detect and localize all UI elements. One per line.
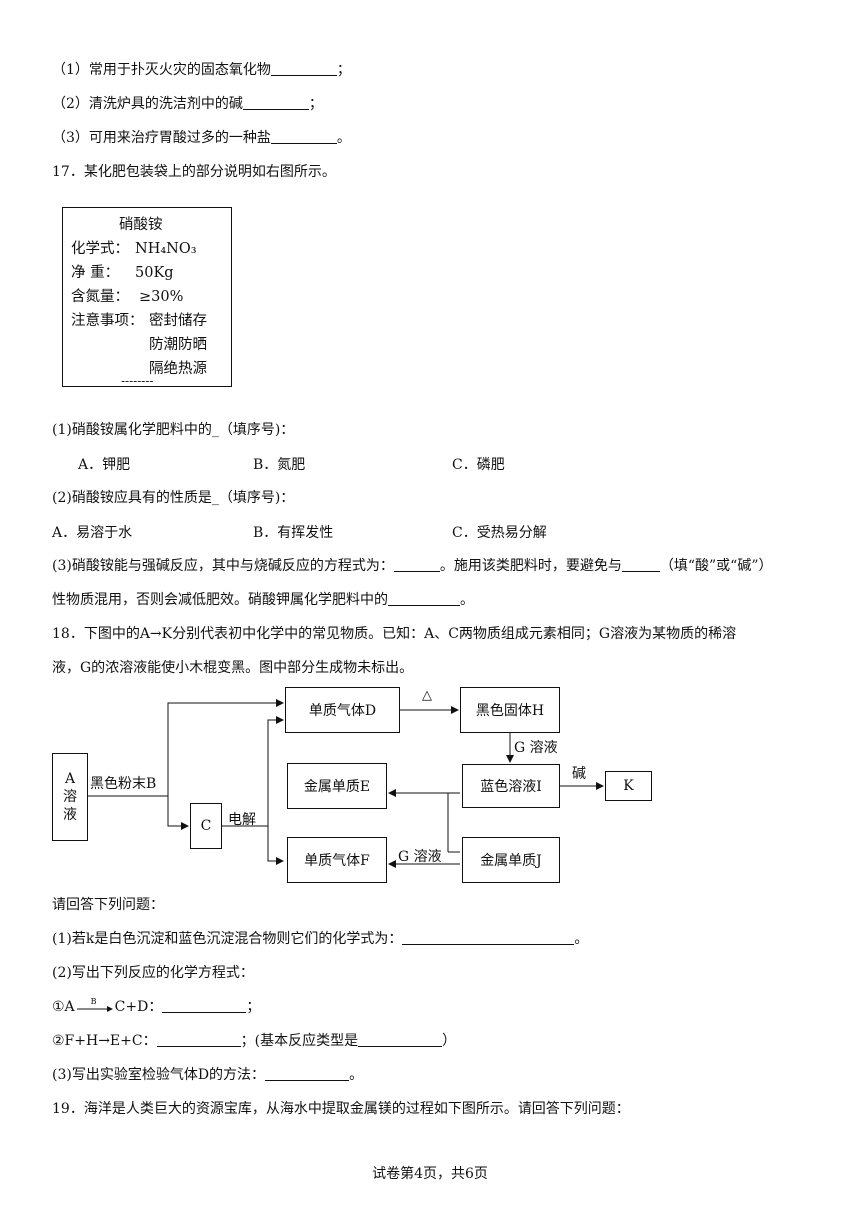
label-nitrogen-label: 含氮量： xyxy=(71,289,129,305)
label-note-1: 密封储存 xyxy=(149,313,207,329)
q17-part-1: (1)硝酸铵属化学肥料中的_（填序号)： xyxy=(52,422,295,438)
label-title: 硝酸铵 xyxy=(119,217,163,233)
q17-part-3-line-1: (3)硝酸铵能与强碱反应，其中与烧碱反应的方程式为：。施用该类肥料时，要避免与（… xyxy=(52,558,773,574)
box-j: 金属单质J xyxy=(462,837,560,883)
label-note-3: 隔绝热源 xyxy=(149,361,207,377)
q19-stem: 19．海洋是人类巨大的资源宝库，从海水中提取金属镁的过程如下图所示。请回答下列问… xyxy=(52,1101,630,1117)
label-formula-label: 化学式： xyxy=(71,241,129,257)
q17-p1-option-a: A．钾肥 xyxy=(78,457,131,473)
q16-item-1: （1）常用于扑灭火灾的固态氧化物； xyxy=(52,62,351,78)
q18-reaction-2: ②F+H→E+C：；(基本反应类型是） xyxy=(52,1033,457,1049)
label-weight-label: 净 重： xyxy=(71,265,120,281)
q18-stem-line-1: 18．下图中的A→K分别代表初中化学中的常见物质。已知：A、C两物质组成元素相同… xyxy=(52,626,737,642)
q18-part-3: (3)写出实验室检验气体D的方法：。 xyxy=(52,1067,364,1083)
reaction-condition-b: B xyxy=(90,997,97,1006)
q17-stem: 17．某化肥包装袋上的部分说明如右图所示。 xyxy=(52,164,336,180)
label-electrolysis: 电解 xyxy=(228,812,256,828)
q17-p1-option-b: B．氮肥 xyxy=(253,457,306,473)
page-footer: 试卷第4页，共6页 xyxy=(372,1166,488,1182)
box-e: 金属单质E xyxy=(287,763,387,809)
q18-stem-line-2: 液，G的浓溶液能使小木棍变黑。图中部分生成物未标出。 xyxy=(52,660,414,676)
q16-item-3: （3）可用来治疗胃酸过多的一种盐。 xyxy=(52,130,351,146)
box-f: 单质气体F xyxy=(287,837,387,883)
q17-part-2: (2)硝酸铵应具有的性质是_（填序号)： xyxy=(52,490,295,506)
box-h: 黑色固体H xyxy=(460,687,560,733)
fertilizer-label: 硝酸铵 化学式： NH₄NO₃ 净 重： 50Kg 含氮量： ≥30% 注意事项… xyxy=(62,207,232,388)
box-a-solution: A 溶 液 xyxy=(52,753,88,841)
q17-p2-option-a: A．易溶于水 xyxy=(52,525,133,541)
label-g-solution-1: G 溶液 xyxy=(514,740,558,756)
label-black-powder-b: 黑色粉末B xyxy=(90,776,157,792)
q17-p2-option-b: B．有挥发性 xyxy=(253,525,334,541)
q18-prompt: 请回答下列问题： xyxy=(52,897,164,913)
box-i: 蓝色溶液I xyxy=(462,764,560,808)
q17-p2-option-c: C．受热易分解 xyxy=(452,525,547,541)
q17-part-3-line-2: 性物质混用，否则会减低肥效。硝酸钾属化学肥料中的。 xyxy=(52,592,474,608)
label-formula: NH₄NO₃ xyxy=(135,241,197,257)
q18-part-1: (1)若k是白色沉淀和蓝色沉淀混合物则它们的化学式为：。 xyxy=(52,931,589,947)
label-note-2: 防潮防晒 xyxy=(149,337,207,353)
box-k: K xyxy=(605,771,652,801)
label-heat: △ xyxy=(422,688,432,703)
q16-item-2: （2）清洗炉具的洗洁剂中的碱； xyxy=(52,96,323,112)
box-d: 单质气体D xyxy=(285,687,400,733)
reaction-arrow xyxy=(76,1006,113,1012)
label-weight: 50Kg xyxy=(135,265,174,281)
q18-reaction-1: ①A B C+D：； xyxy=(52,997,260,1017)
label-dashes: -------- xyxy=(121,374,154,388)
label-g-solution-2: G 溶液 xyxy=(398,849,442,865)
q17-p1-option-c: C．磷肥 xyxy=(452,457,505,473)
label-base: 碱 xyxy=(572,766,586,782)
label-nitrogen: ≥30% xyxy=(139,289,184,305)
q18-part-2: (2)写出下列反应的化学方程式： xyxy=(52,965,254,981)
label-notes-label: 注意事项： xyxy=(71,313,144,329)
box-c: C xyxy=(190,803,222,849)
